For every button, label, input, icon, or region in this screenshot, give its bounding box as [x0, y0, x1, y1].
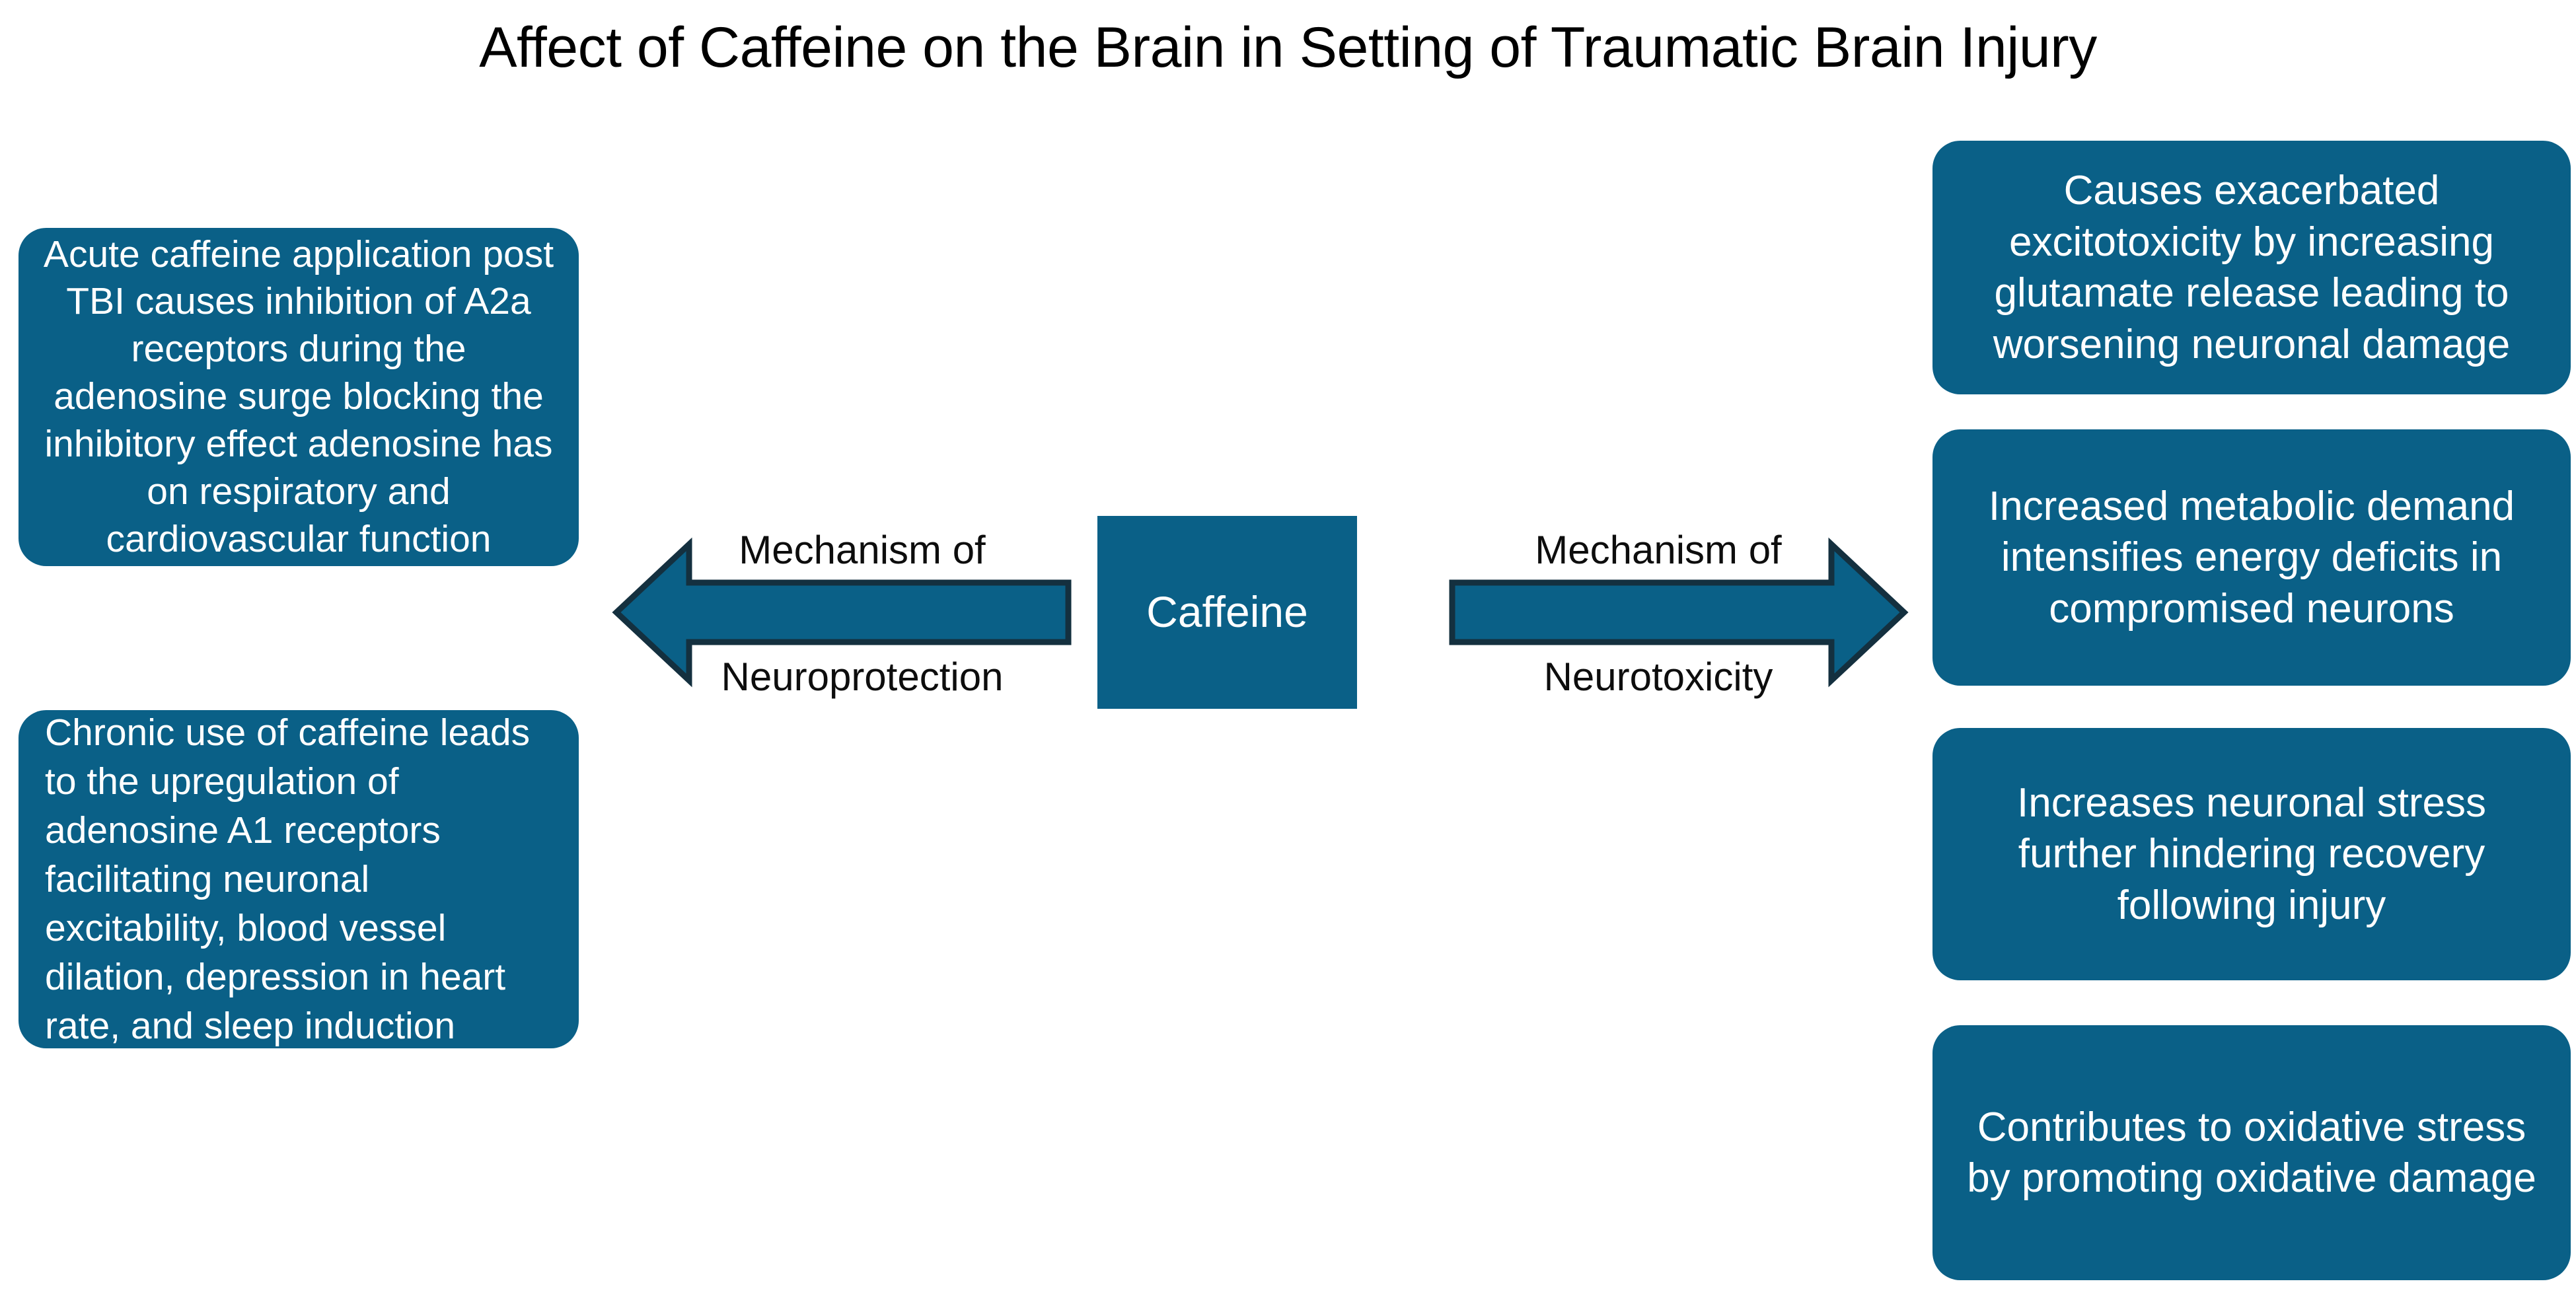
card-acute-caffeine-text: Acute caffeine application post TBI caus… — [43, 233, 554, 560]
arrow-left-label-line1: Mechanism of — [739, 528, 986, 572]
card-acute-caffeine: Acute caffeine application post TBI caus… — [18, 228, 579, 566]
arrow-right-label-line2: Neurotoxicity — [1543, 655, 1773, 699]
card-chronic-caffeine: Chronic use of caffeine leads to the upr… — [18, 710, 579, 1048]
right-arrow-icon — [1449, 537, 1909, 688]
card-excitotoxicity-text: Causes exacerbated excitotoxicity by inc… — [1993, 168, 2511, 367]
card-metabolic-demand-text: Increased metabolic demand intensifies e… — [1988, 483, 2515, 632]
page-title: Affect of Caffeine on the Brain in Setti… — [479, 16, 2097, 79]
caffeine-node: Caffeine — [1097, 516, 1357, 709]
arrow-right-label-line1: Mechanism of — [1535, 528, 1782, 572]
arrow-neuroprotection-group: Mechanism of Neuroprotection — [611, 503, 1074, 721]
arrow-neurotoxicity-group: Mechanism of Neurotoxicity — [1447, 503, 1909, 721]
left-arrow-icon — [612, 537, 1072, 688]
card-excitotoxicity: Causes exacerbated excitotoxicity by inc… — [1932, 141, 2571, 394]
card-neuronal-stress: Increases neuronal stress further hinder… — [1932, 728, 2571, 980]
card-neuronal-stress-text: Increases neuronal stress further hinder… — [2017, 779, 2486, 928]
card-chronic-caffeine-text: Chronic use of caffeine leads to the upr… — [45, 711, 531, 1048]
caffeine-node-label: Caffeine — [1146, 587, 1308, 637]
card-metabolic-demand: Increased metabolic demand intensifies e… — [1932, 429, 2571, 686]
card-oxidative-stress: Contributes to oxidative stress by promo… — [1932, 1025, 2571, 1280]
arrow-left-label-line2: Neuroprotection — [721, 655, 1004, 699]
card-oxidative-stress-text: Contributes to oxidative stress by promo… — [1967, 1104, 2536, 1202]
